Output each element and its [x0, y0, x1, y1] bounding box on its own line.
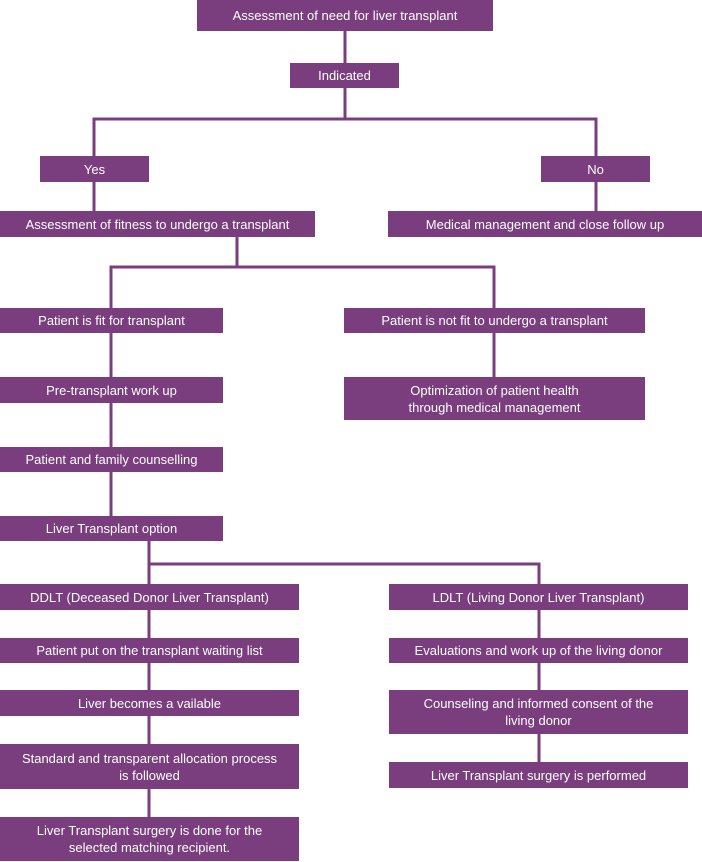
transplant-option-box: Liver Transplant option [0, 516, 223, 541]
ddlt-box: DDLT (Deceased Donor Liver Transplant) [0, 584, 299, 610]
patient-fit-box: Patient is fit for transplant [0, 308, 223, 333]
surgery-performed-box: Liver Transplant surgery is performed [389, 762, 688, 788]
connector-indicated-to-branches [92, 86, 598, 158]
optimization-box: Optimization of patient health through m… [344, 377, 645, 420]
assessment-need-box: Assessment of need for liver transplant [197, 0, 493, 31]
assessment-fitness-box: Assessment of fitness to undergo a trans… [0, 211, 315, 237]
no-box: No [541, 156, 650, 182]
allocation-box: Standard and transparent allocation proc… [0, 744, 299, 789]
counselling-box: Patient and family counselling [0, 447, 223, 472]
indicated-box: Indicated [290, 63, 399, 88]
surgery-done-box: Liver Transplant surgery is done for the… [0, 817, 299, 861]
waiting-list-box: Patient put on the transplant waiting li… [0, 638, 299, 663]
medical-management-box: Medical management and close follow up [388, 211, 702, 237]
connector-option-to-branches [147, 539, 541, 586]
patient-not-fit-box: Patient is not fit to undergo a transpla… [344, 308, 645, 333]
ldlt-box: LDLT (Living Donor Liver Transplant) [389, 584, 688, 610]
evaluations-box: Evaluations and work up of the living do… [389, 638, 688, 663]
consent-box: Counseling and informed consent of the l… [389, 690, 688, 734]
yes-box: Yes [40, 156, 149, 182]
connector-fitness-to-branches [109, 235, 496, 310]
pre-transplant-box: Pre-transplant work up [0, 377, 223, 403]
liver-available-box: Liver becomes a vailable [0, 690, 299, 716]
